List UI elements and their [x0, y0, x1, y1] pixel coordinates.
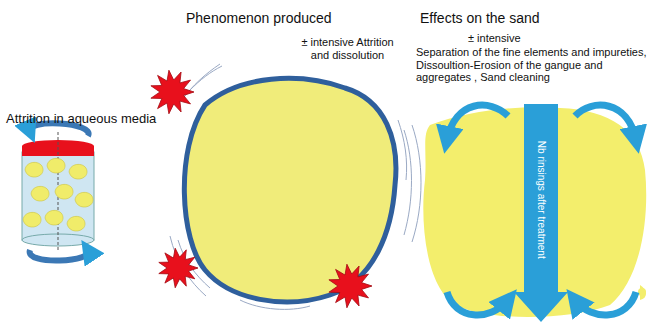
sand-grain: [55, 184, 73, 199]
intensity-note: ± intensive: [468, 32, 568, 45]
sand-grain: [184, 78, 396, 301]
sand-grain: [75, 192, 93, 207]
effects-note: Separation of the fine elements and impu…: [416, 46, 654, 84]
rotation-arrow: [30, 250, 89, 261]
sand-grain: [31, 186, 49, 201]
panel-heading: Phenomenon produced: [186, 10, 356, 26]
arrow-label: Nb rinsings after treatment: [535, 105, 547, 295]
panel-heading: Effects on the sand: [420, 10, 600, 26]
sand-grain: [45, 210, 63, 225]
sand-grains: [23, 158, 93, 231]
sand-grain: [47, 158, 65, 173]
impact-star: [329, 264, 372, 308]
rinsing-arrow: [514, 104, 568, 322]
beaker: [22, 132, 94, 252]
impact-star: [151, 70, 194, 114]
sand-grain: [69, 164, 87, 179]
phenomenon-note: ± intensive Attrition and dissolution: [300, 36, 395, 61]
impact-star: [151, 70, 372, 308]
panel-heading: Attrition in aqueous media: [6, 112, 186, 127]
sand-grain: [67, 216, 85, 231]
impact-star: [159, 248, 198, 288]
wave-lines: [170, 64, 421, 309]
sand-grain: [23, 212, 41, 227]
sand-grain: [25, 162, 43, 177]
